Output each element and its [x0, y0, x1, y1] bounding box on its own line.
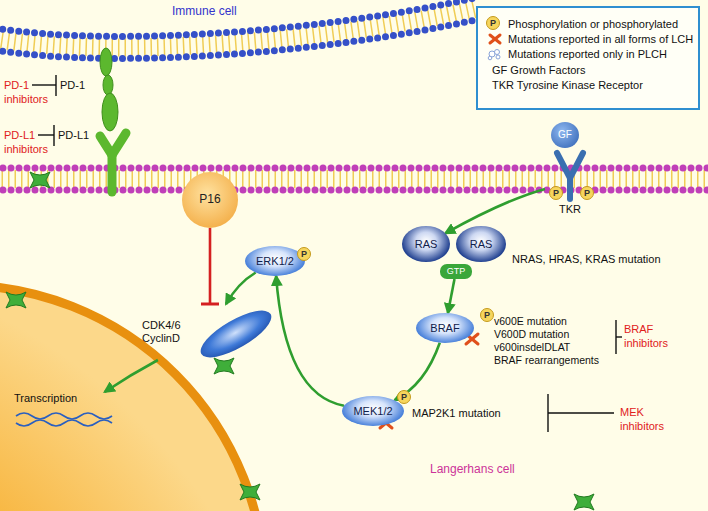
growth-factor: GF	[551, 122, 579, 148]
drug-label: MEK inhibitors	[620, 405, 690, 433]
legend-text: Mutations reported only in PLCH	[508, 48, 667, 60]
node-text: TKR	[559, 203, 581, 216]
mutation-label: NRAS, HRAS, KRAS mutation	[512, 252, 661, 266]
activation-arrow	[395, 343, 440, 400]
legend-row: Phosphorylation or phosphorylated	[486, 16, 678, 31]
ras-protein: RAS	[402, 226, 450, 262]
node-text: BRAF	[430, 322, 459, 335]
erk-kinase: ERK1/2	[245, 246, 305, 276]
mutation-label: BRAF rearrangements	[494, 353, 599, 367]
legend-text: GF Growth Factors	[492, 64, 586, 76]
phosphate-mark: P	[549, 186, 563, 200]
legend-row: TKR Tyrosine Kinase Receptor	[492, 77, 643, 92]
node-text: MEK1/2	[353, 405, 392, 418]
ras-protein: RAS	[456, 226, 506, 262]
legend-row: GF Growth Factors	[492, 62, 586, 77]
tyrosine-kinase-receptor: TKR	[545, 148, 595, 216]
cdk-cyclin-complex: CDK4/6 CyclinD	[140, 304, 280, 360]
legend-sample	[486, 32, 504, 46]
legend-sample	[486, 17, 504, 31]
mutation-label: V600D mutation	[494, 327, 569, 341]
receptor-name: PD-1	[60, 78, 85, 92]
nuclear-pore	[6, 172, 594, 510]
legend-row: Mutations reported in all forms of LCH	[486, 31, 693, 46]
phosphate-mark: P	[480, 308, 494, 322]
nucleus	[0, 285, 265, 511]
activation-arrow	[448, 279, 455, 313]
legend-row: Mutations reported only in PLCH	[486, 46, 667, 61]
cell-name: Immune cell	[172, 4, 237, 18]
gtp-tag: GTP	[440, 264, 472, 279]
activation-arrow	[105, 360, 158, 392]
legend-text: Phosphorylation or phosphorylated	[508, 18, 678, 30]
inhibitor-bar	[32, 75, 622, 432]
node-text: Transcription	[14, 392, 77, 405]
p16-protein: P16	[182, 172, 238, 228]
mutation-label: v600E mutation	[494, 314, 567, 328]
node-text: GTP	[447, 266, 466, 276]
mutation-label: v600insdelDLAT	[494, 340, 570, 354]
inhibition-line	[209, 228, 212, 304]
node-text: ERK1/2	[256, 255, 294, 268]
legend-sample	[486, 47, 504, 61]
activation-arrow	[445, 189, 545, 233]
phosphate-mark: P	[397, 390, 411, 404]
phosphate-mark: P	[580, 186, 594, 200]
cell-name: Langerhans cell	[430, 462, 515, 476]
activation-arrow	[226, 273, 256, 305]
braf-kinase: BRAF	[416, 313, 474, 343]
mutation-label: MAP2K1 mutation	[412, 406, 501, 420]
node-text: P16	[199, 193, 220, 207]
langerhans-cell-membrane	[0, 168, 708, 190]
pd1-receptor	[100, 48, 118, 131]
drug-label: BRAF inhibitors	[624, 322, 699, 350]
transcription-dna: Transcription	[14, 392, 130, 436]
drug-label: PD-L1 inhibitors	[4, 128, 58, 156]
activation-arrow	[276, 276, 344, 406]
pdl1-receptor	[100, 133, 126, 192]
drug-label: PD-1 inhibitors	[4, 78, 54, 106]
node-text: RAS	[415, 238, 438, 251]
mek-kinase: MEK1/2	[342, 396, 404, 426]
immune-cell-membrane	[0, 0, 475, 58]
node-text: CDK4/6 CyclinD	[142, 319, 198, 344]
receptor-name: PD-L1	[58, 128, 89, 142]
node-text: RAS	[470, 238, 493, 251]
legend-text: Mutations reported in all forms of LCH	[508, 33, 693, 45]
node-text: GF	[558, 129, 572, 141]
legend-box: Phosphorylation or phosphorylatedMutatio…	[476, 6, 700, 110]
legend-text: TKR Tyrosine Kinase Receptor	[492, 79, 643, 91]
